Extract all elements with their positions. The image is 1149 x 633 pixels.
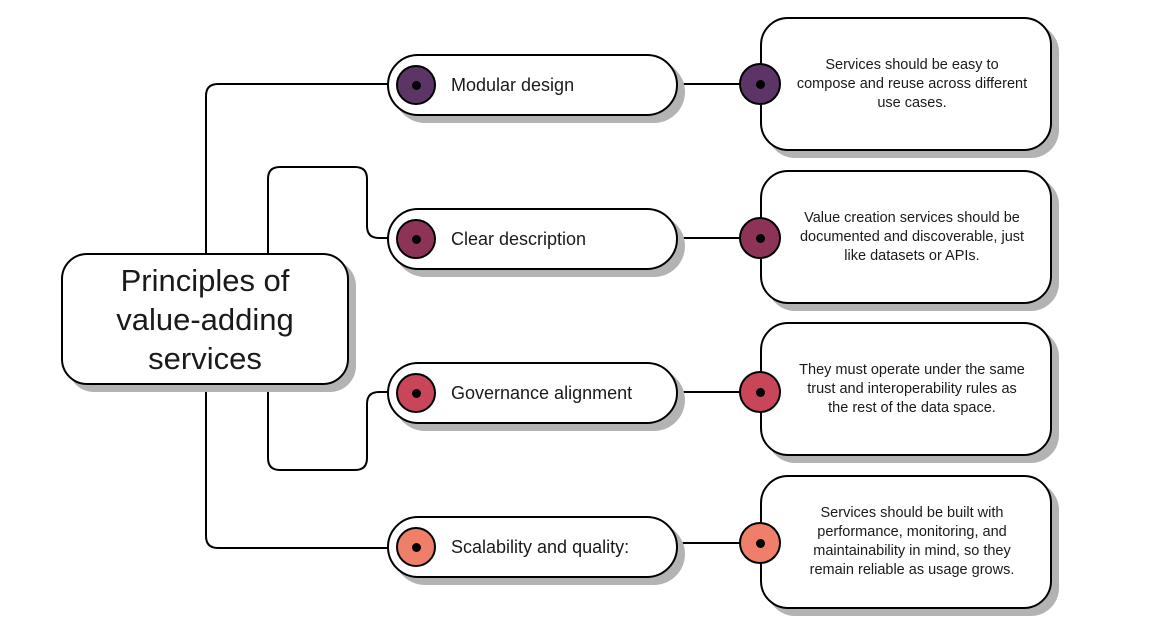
branch-modular-design[interactable]: Modular design — [387, 54, 678, 116]
branch-governance-alignment[interactable]: Governance alignment — [387, 362, 678, 424]
description-scalability-quality[interactable]: Services should be built with performanc… — [760, 475, 1052, 609]
connector-modular-design — [205, 83, 414, 253]
description-text: Services should be built with performanc… — [809, 505, 1015, 578]
description-text: Services should be easy to compose and r… — [796, 56, 1028, 111]
branch-dot-icon — [396, 527, 436, 567]
branch-label: Modular design — [451, 75, 575, 95]
description-governance-alignment[interactable]: They must operate under the same trust a… — [760, 322, 1052, 456]
description-dot-icon — [739, 371, 781, 413]
description-dot-icon — [739, 522, 781, 564]
branch-label: Governance alignment — [451, 383, 633, 403]
central-topic-label: Principles of value-adding services — [116, 262, 294, 376]
description-modular-design[interactable]: Services should be easy to compose and r… — [760, 17, 1052, 151]
description-text: Value creation services should be docume… — [799, 209, 1025, 264]
connector-clear-description — [267, 166, 414, 253]
branch-dot-icon — [396, 65, 436, 105]
description-dot-icon — [739, 217, 781, 259]
central-topic[interactable]: Principles of value-adding services — [61, 253, 349, 385]
description-text: They must operate under the same trust a… — [799, 361, 1025, 416]
branch-dot-icon — [396, 219, 436, 259]
connector-scalability — [205, 385, 414, 549]
branch-clear-description[interactable]: Clear description — [387, 208, 678, 270]
branch-label: Clear description — [451, 229, 587, 249]
branch-scalability-quality[interactable]: Scalability and quality: — [387, 516, 678, 578]
description-clear-description[interactable]: Value creation services should be docume… — [760, 170, 1052, 304]
branch-label: Scalability and quality: — [451, 537, 630, 557]
connector-governance-alignment — [267, 385, 414, 471]
description-dot-icon — [739, 63, 781, 105]
branch-dot-icon — [396, 373, 436, 413]
